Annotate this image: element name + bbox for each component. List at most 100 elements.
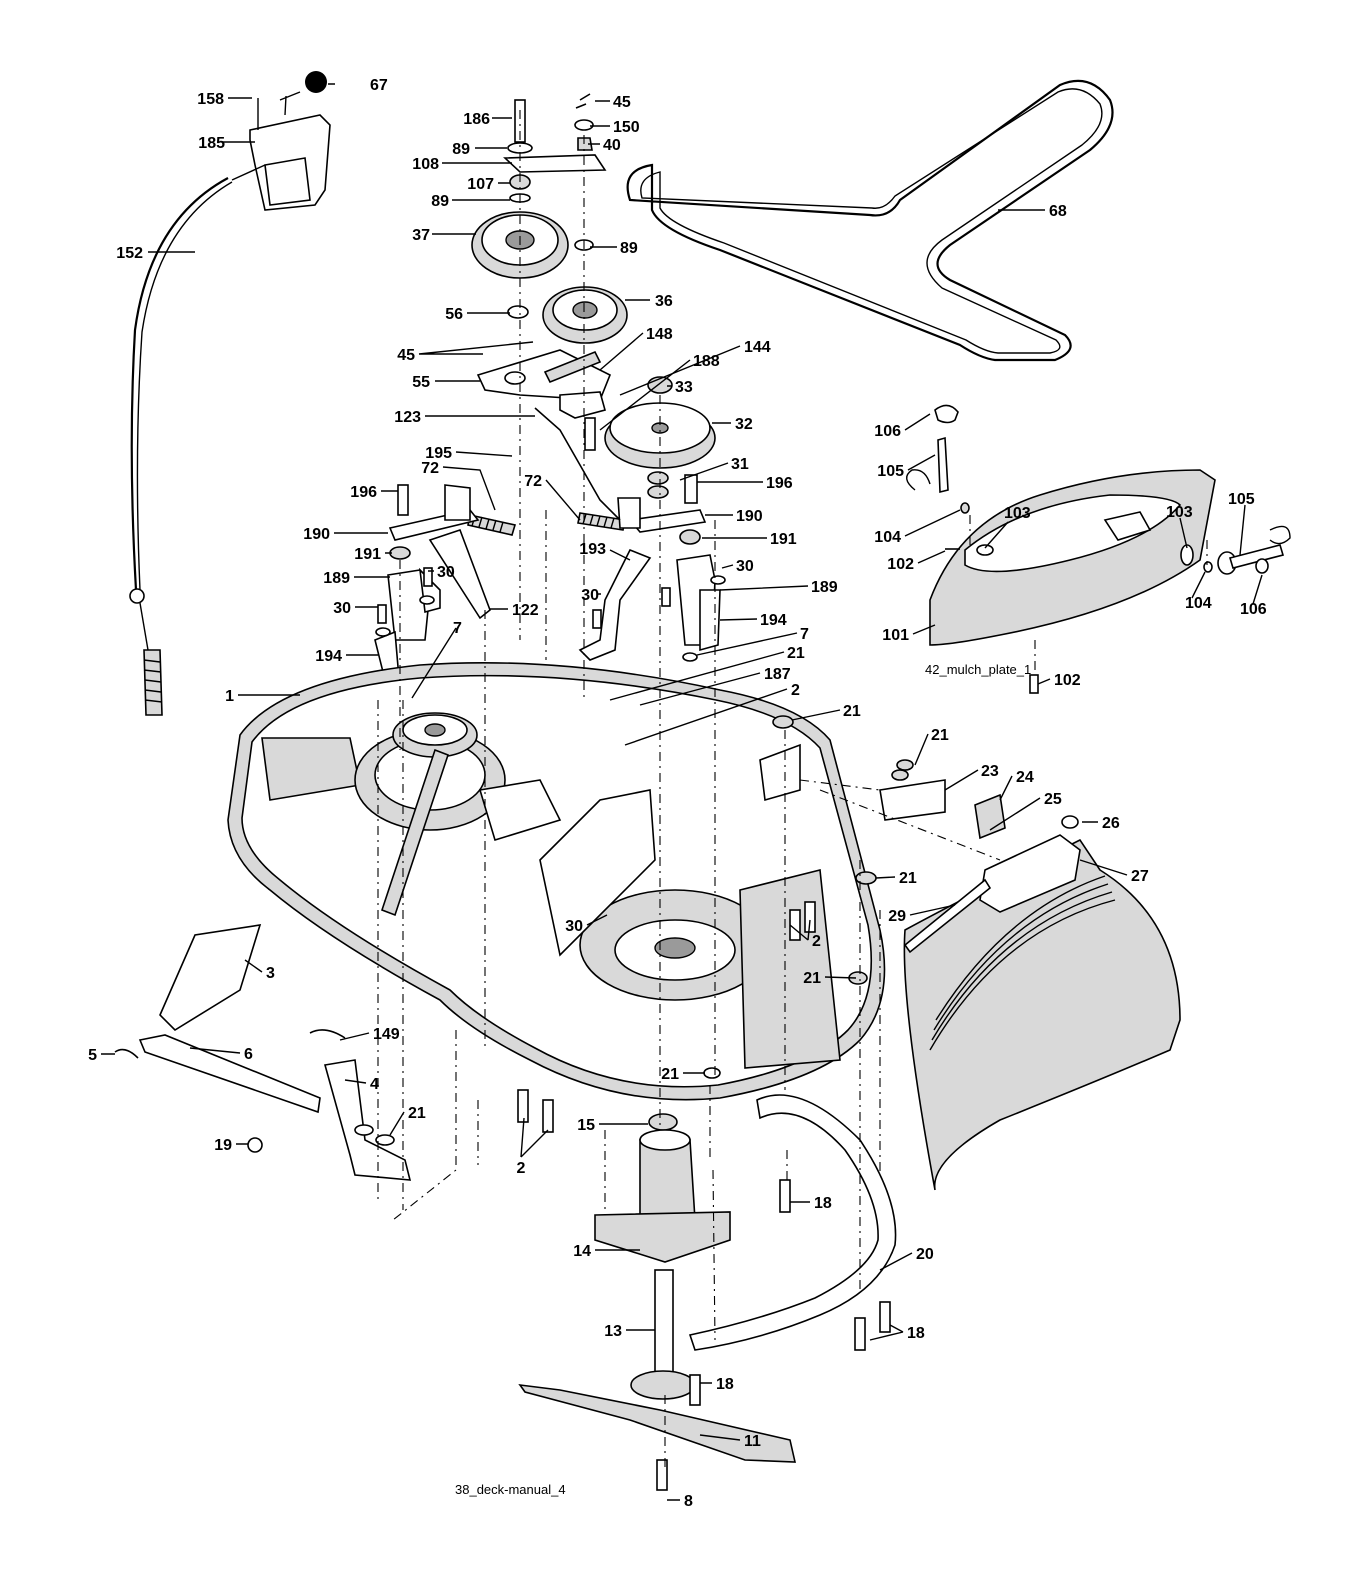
callout-label: 30 [437,564,455,581]
callout-label: 11 [744,1433,761,1450]
callout-label: 21 [803,970,821,987]
callout-label: 196 [350,484,377,501]
callout-label: 102 [887,556,914,573]
callout-label: 18 [716,1376,734,1393]
callout-label: 21 [931,727,949,744]
drive-pulley [604,376,716,504]
callout-label: 18 [907,1325,925,1342]
callout-label: 21 [843,703,861,720]
callout-label: 190 [736,508,763,525]
callout-label: 32 [735,416,753,433]
control-cable [129,177,233,716]
callout-label: 187 [764,666,791,683]
callout-label: 37 [412,227,430,244]
callout-label: 104 [874,529,901,546]
callout-label: 106 [1240,601,1267,618]
callout-label: 102 [1054,672,1081,689]
callout-label: 6 [244,1046,253,1063]
callout-label: 8 [684,1493,693,1510]
mulch-plate [906,404,1291,694]
callout-label: 106 [874,423,901,440]
callout-label: 108 [412,156,439,173]
callout-label: 72 [524,473,542,490]
callout-label: 27 [1131,868,1149,885]
callout-label: 89 [620,240,638,257]
callout-label: 40 [603,137,621,154]
callout-label: 7 [800,626,809,643]
lift-links [114,924,412,1181]
spindle-assembly [517,871,897,1491]
callout-label: 158 [197,91,224,108]
callout-label: 30 [333,600,351,617]
callout-label: 105 [1228,491,1255,508]
deck-figure-caption: 38_deck-manual_4 [455,1482,566,1497]
callout-label: 14 [573,1243,591,1260]
callout-label: 107 [467,176,494,193]
callout-label: 191 [354,546,381,563]
callout-label: 2 [517,1160,526,1177]
callout-label: 5 [88,1047,97,1064]
callout-label: 105 [877,463,904,480]
callout-label: 30 [581,587,599,604]
callout-label: 148 [646,326,673,343]
idler-arm [476,349,612,451]
callout-label: 186 [463,111,490,128]
callout-label: 30 [565,918,583,935]
assembly-lines [377,110,1208,1470]
callout-label: 144 [744,339,771,356]
callout-label: 45 [613,94,631,111]
idler-pulley-stack [471,93,628,344]
callout-label: 103 [1166,504,1193,521]
mower-deck [227,661,886,1101]
callout-label: 152 [116,245,143,262]
callout-label: 56 [445,306,463,323]
callout-label: 189 [323,570,350,587]
callout-label: 67 [370,77,388,94]
callout-label: 36 [655,293,673,310]
callout-label: 21 [408,1105,426,1122]
callout-label: 196 [766,475,793,492]
left-brackets [374,546,441,701]
callout-label: 89 [452,141,470,158]
drive-belt [626,79,1114,362]
callout-labels: 158 67 185 152 186 45 150 89 40 108 107 … [88,77,1267,1510]
callout-label: 31 [731,456,749,473]
discharge-chute [772,715,1181,1191]
callout-label: 101 [882,627,909,644]
callout-label: 185 [198,135,225,152]
callout-label: 191 [770,531,797,548]
callout-label: 18 [814,1195,832,1212]
mulch-figure-caption: 42_mulch_plate_1 [925,662,1031,677]
callout-label: 72 [421,460,439,477]
callout-label: 33 [675,379,693,396]
callout-label: 193 [579,541,606,558]
callout-label: 104 [1185,595,1212,612]
callout-label: 30 [736,558,754,575]
callout-label: 1 [225,688,234,705]
callout-label: 15 [577,1117,595,1134]
callout-label: 29 [888,908,906,925]
callout-label: 7 [453,620,462,637]
callout-label: 19 [214,1137,232,1154]
callout-label: 194 [315,648,342,665]
lift-bracket [231,71,331,211]
callout-label: 189 [811,579,838,596]
callout-label: 103 [1004,505,1031,522]
callout-label: 45 [397,347,415,364]
knob-marker [305,71,327,93]
callout-label: 190 [303,526,330,543]
callout-label: 149 [373,1026,400,1043]
leader-lines [101,83,1263,1501]
callout-label: 26 [1102,815,1120,832]
callout-label: 21 [661,1066,679,1083]
callout-label: 194 [760,612,787,629]
callout-label: 195 [425,445,452,462]
callout-label: 123 [394,409,421,426]
callout-label: 2 [791,682,800,699]
callout-label: 150 [613,119,640,136]
callout-label: 23 [981,763,999,780]
callout-label: 13 [604,1323,622,1340]
tension-springs [388,407,707,620]
callout-label: 4 [370,1076,379,1093]
